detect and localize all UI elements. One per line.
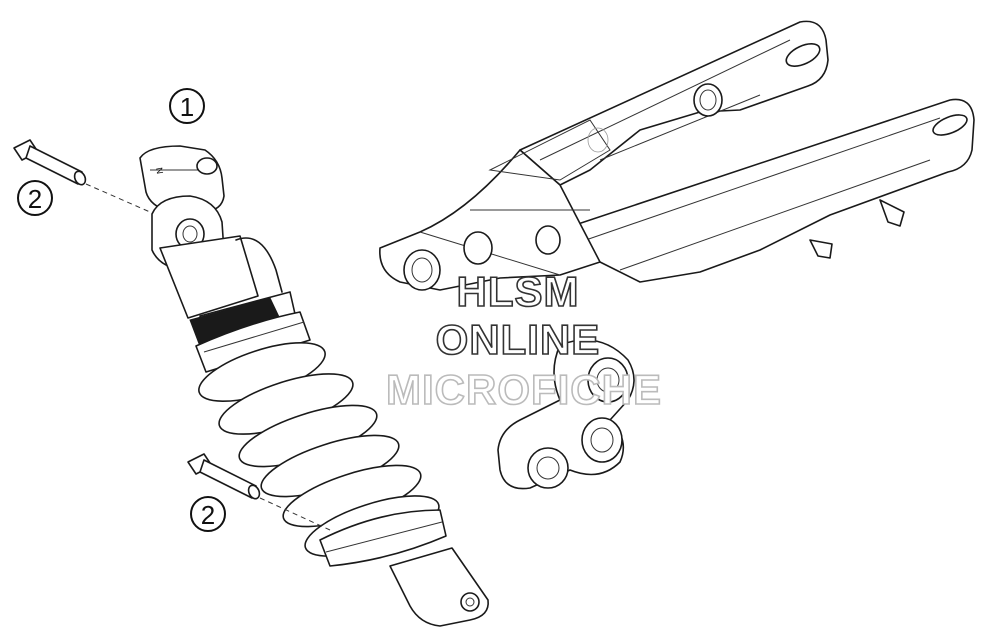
watermark-line-1: HLSM <box>457 268 580 315</box>
callout-1: 1 <box>169 88 205 124</box>
svg-text:2: 2 <box>28 184 42 214</box>
linkage <box>497 339 635 490</box>
lower-assembly-line <box>259 497 331 531</box>
svg-text:N: N <box>154 167 165 175</box>
svg-text:2: 2 <box>201 500 215 530</box>
callout-2-upper: 2 <box>17 180 53 216</box>
callout-2-lower: 2 <box>190 496 226 532</box>
watermark: HLSM ONLINE MICROFICHE <box>385 267 662 414</box>
watermark-line-2: ONLINE <box>436 316 601 363</box>
watermark-line-3: MICROFICHE <box>386 366 662 413</box>
shock-absorber: N <box>139 145 489 627</box>
swingarm <box>379 20 975 291</box>
upper-bolt <box>13 139 87 186</box>
lower-bolt <box>187 453 261 500</box>
upper-assembly-line <box>85 183 151 213</box>
svg-text:1: 1 <box>180 92 194 122</box>
